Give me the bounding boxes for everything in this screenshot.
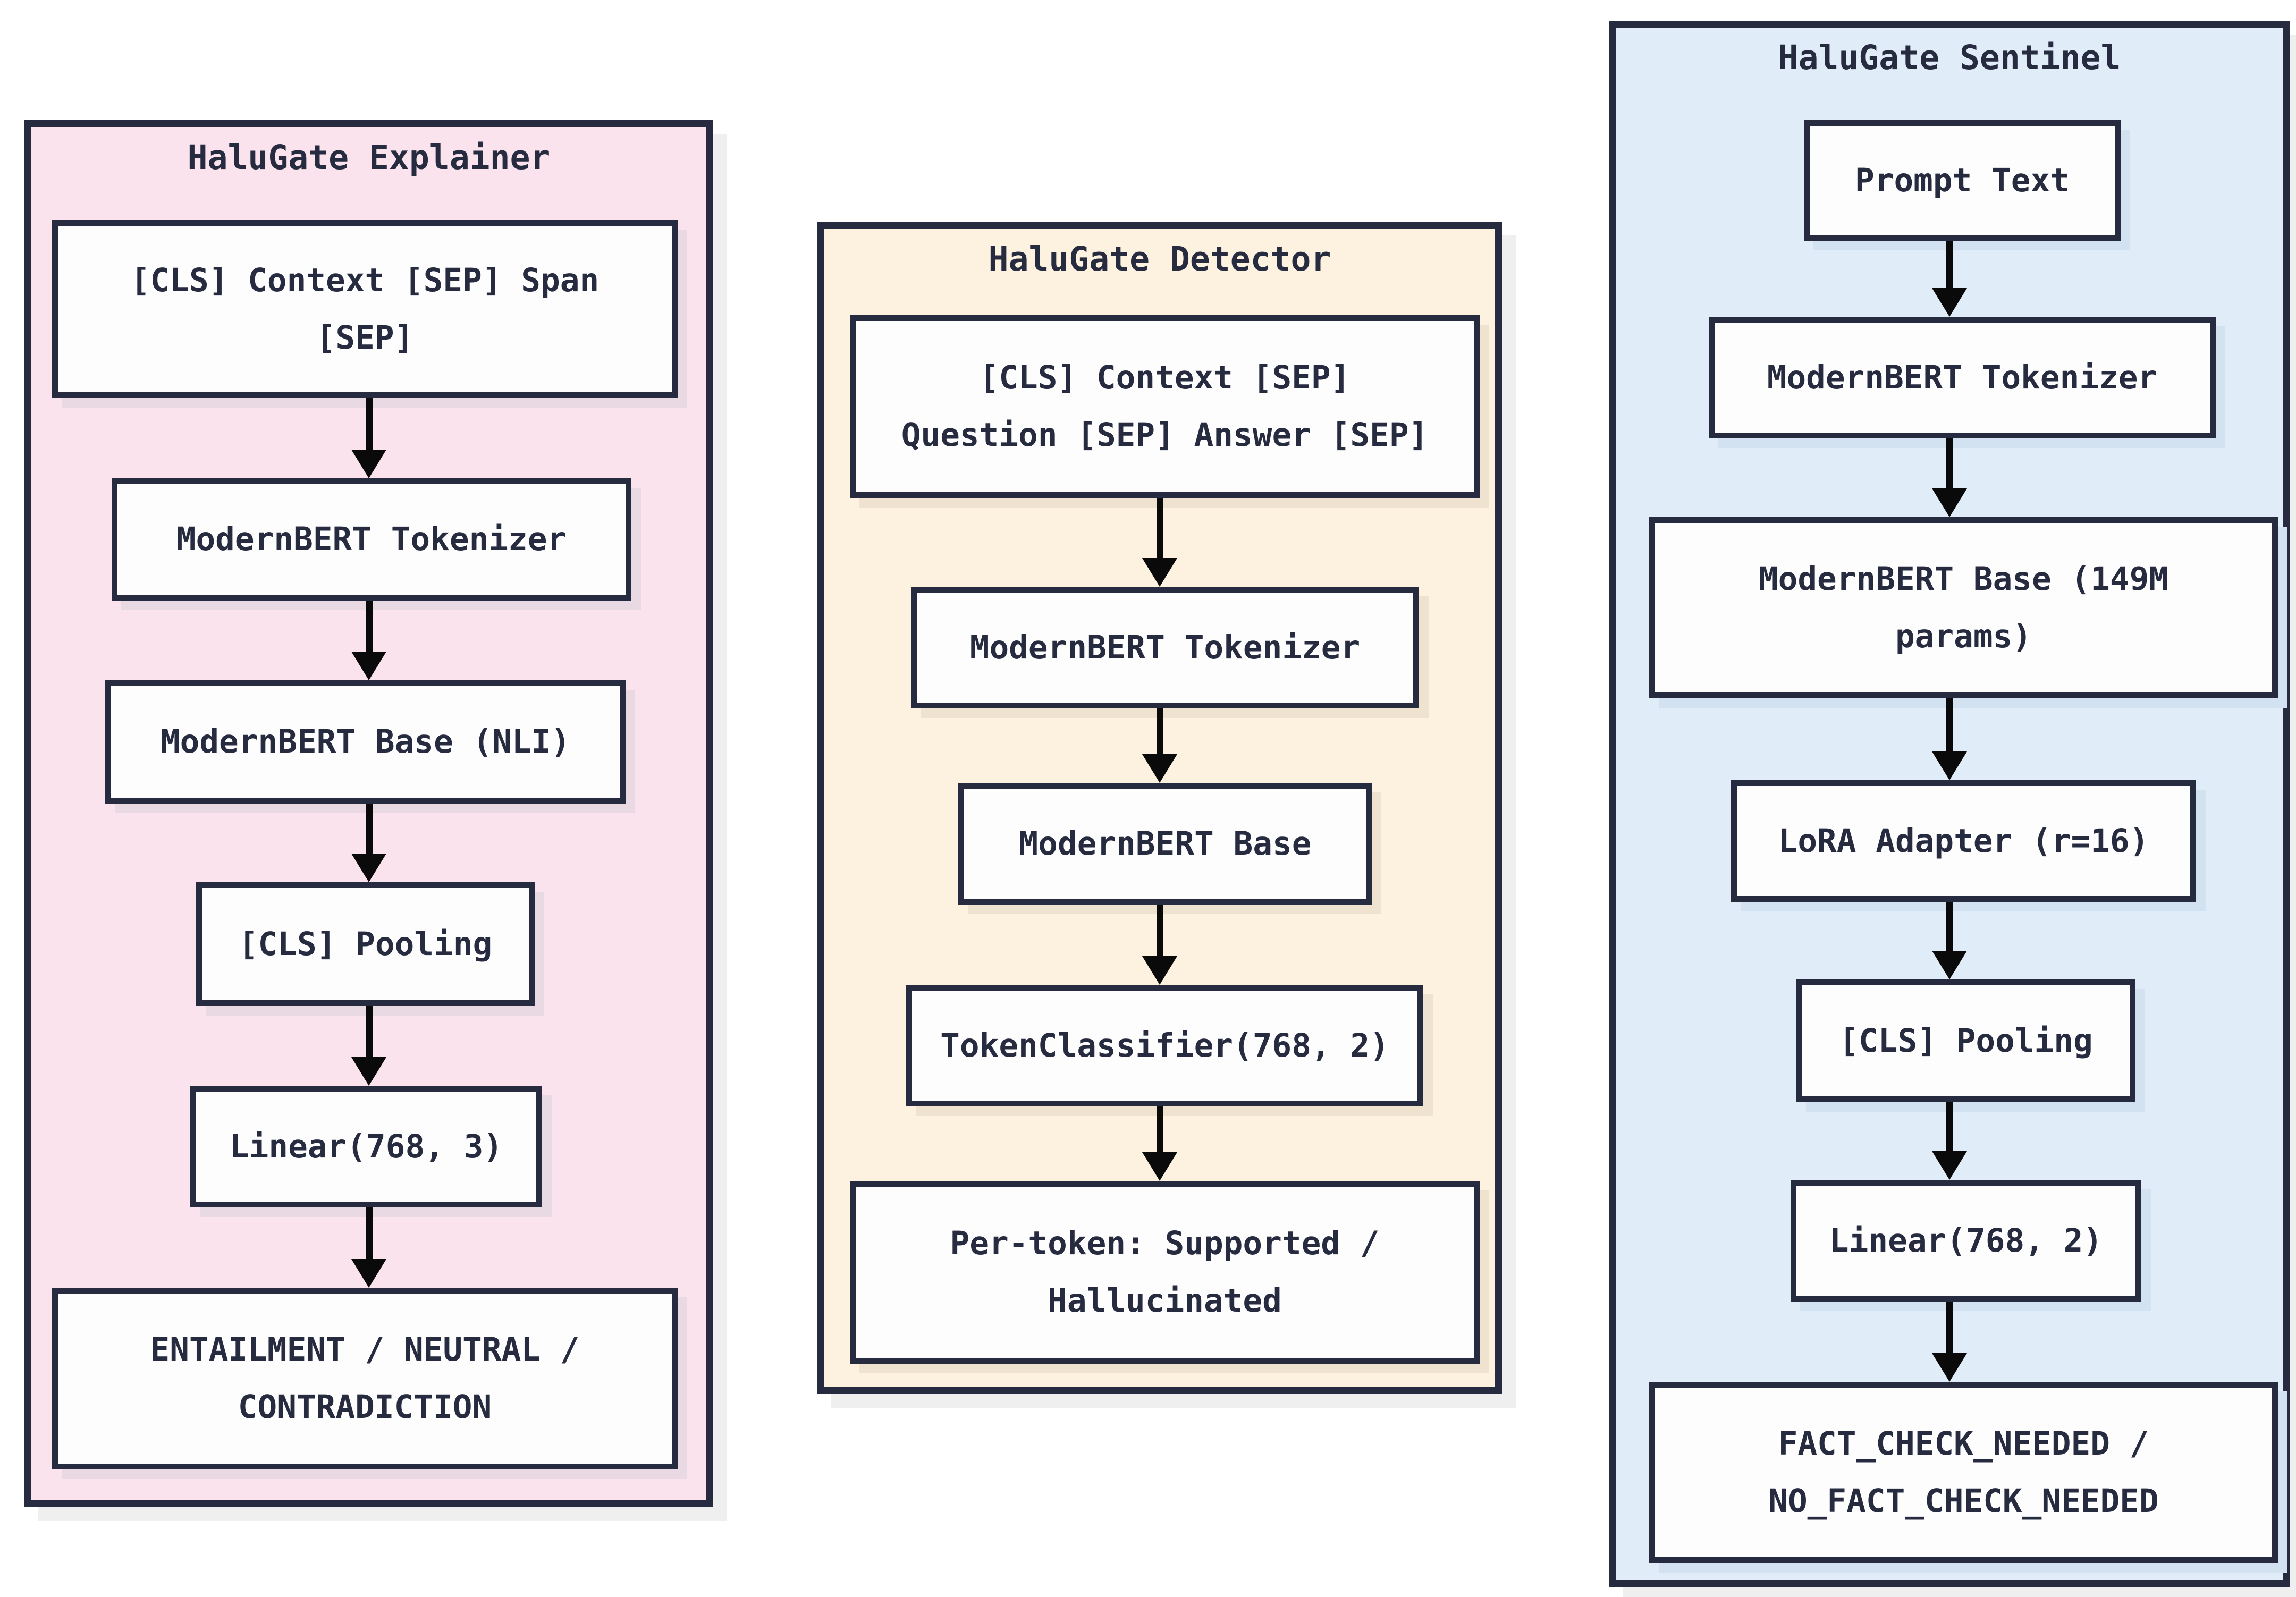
arrow-down-icon [1932,241,1967,317]
box-line: Per-token: Supported / [950,1224,1380,1262]
node-output-labels: FACT_CHECK_NEEDED / NO_FACT_CHECK_NEEDED [1649,1382,2278,1563]
node-input-sequence: [CLS] Context [SEP] Question [SEP] Answe… [850,315,1480,498]
panel-title: HaluGate Sentinel [1778,38,2121,77]
arrow-shaft [1946,1102,1953,1151]
node-cls-pooling: [CLS] Pooling [1796,979,2135,1102]
arrow-head [1142,754,1177,783]
arrow-shaft [1946,698,1953,751]
node-output-labels: ENTAILMENT / NEUTRAL / CONTRADICTION [52,1288,678,1469]
box-line: params) [1895,617,2032,655]
node-base-model: ModernBERT Base [958,783,1372,905]
arrow-shaft [1156,498,1163,558]
box-line: Linear(768, 2) [1829,1221,2103,1260]
box-line: ModernBERT Base (149M [1758,560,2169,598]
arrow-shaft [1946,902,1953,951]
box-line: Question [SEP] Answer [SEP] [901,416,1429,454]
panel-halugate-explainer: HaluGate Explainer [CLS] Context [SEP] S… [24,120,713,1507]
box-line: TokenClassifier(768, 2) [940,1026,1389,1064]
arrow-down-icon [1932,1302,1967,1382]
box-line: ENTAILMENT / NEUTRAL / [150,1331,580,1368]
node-linear-head: Linear(768, 2) [1791,1180,2141,1302]
arrow-shaft [1946,1302,1953,1353]
arrow-head [351,1259,386,1288]
arrow-head [1932,1353,1967,1382]
node-output-labels: Per-token: Supported / Hallucinated [850,1181,1480,1364]
arrow-head [351,854,386,882]
node-linear-head: Linear(768, 3) [190,1086,542,1207]
panel-halugate-detector: HaluGate Detector [CLS] Context [SEP] Qu… [817,222,1502,1394]
arrow-down-icon [351,1006,386,1086]
node-lora-adapter: LoRA Adapter (r=16) [1731,780,2196,902]
arrow-down-icon [351,1207,386,1288]
arrow-head [1932,288,1967,317]
node-input-sequence: [CLS] Context [SEP] Span [SEP] [52,220,678,398]
arrow-down-icon [1932,438,1967,517]
arrow-shaft [1156,1106,1163,1152]
arrow-shaft [1946,438,1953,488]
arrow-head [1142,558,1177,587]
node-token-classifier: TokenClassifier(768, 2) [906,985,1423,1106]
arrow-down-icon [1142,708,1177,783]
box-line: ModernBERT Tokenizer [1767,358,2158,396]
arrow-head [1142,1152,1177,1181]
arrow-shaft [365,1006,373,1057]
arrow-head [351,450,386,478]
box-line: [CLS] Context [SEP] [979,359,1350,396]
arrow-down-icon [351,398,386,478]
arrow-shaft [1946,241,1953,288]
node-cls-pooling: [CLS] Pooling [196,882,535,1006]
box-line: ModernBERT Base (NLI) [160,723,571,761]
arrow-down-icon [351,804,386,882]
node-tokenizer: ModernBERT Tokenizer [911,587,1419,708]
box-line: ModernBERT Tokenizer [176,520,567,558]
arrow-head [1932,488,1967,517]
node-tokenizer: ModernBERT Tokenizer [1709,317,2216,438]
arrow-shaft [365,1207,373,1259]
box-line: [SEP] [316,318,414,357]
box-line: [CLS] Context [SEP] Span [130,261,600,299]
arrow-head [1142,956,1177,985]
box-line: CONTRADICTION [238,1388,492,1426]
arrow-shaft [1156,708,1163,754]
panel-title: HaluGate Detector [988,240,1331,278]
arrow-down-icon [351,601,386,680]
box-line: FACT_CHECK_NEEDED / [1778,1424,2149,1463]
panel-title: HaluGate Explainer [187,138,551,177]
box-line: Prompt Text [1855,161,2070,199]
box-line: Linear(768, 3) [229,1127,503,1165]
box-line: ModernBERT Tokenizer [969,628,1361,666]
panel-halugate-sentinel: HaluGate Sentinel Prompt Text ModernBERT… [1609,21,2290,1587]
box-line: [CLS] Pooling [238,925,493,963]
arrow-shaft [1156,905,1163,956]
arrow-down-icon [1932,698,1967,780]
arrow-head [1932,751,1967,780]
arrow-down-icon [1142,498,1177,587]
node-base-model: ModernBERT Base (149M params) [1649,517,2278,698]
box-line: LoRA Adapter (r=16) [1778,822,2149,860]
box-line: Hallucinated [1048,1282,1282,1320]
arrow-shaft [365,398,373,450]
arrow-down-icon [1932,1102,1967,1180]
arrow-head [1932,951,1967,979]
arrow-head [351,1057,386,1086]
node-prompt-text: Prompt Text [1804,120,2121,241]
box-line: ModernBERT Base [1018,824,1312,863]
box-line: NO_FACT_CHECK_NEEDED [1768,1482,2159,1520]
arrow-down-icon [1142,1106,1177,1181]
arrow-head [351,652,386,680]
node-base-model: ModernBERT Base (NLI) [105,680,626,804]
box-line: [CLS] Pooling [1839,1021,2093,1060]
arrow-down-icon [1142,905,1177,985]
arrow-shaft [365,601,373,652]
arrow-shaft [365,804,373,854]
node-tokenizer: ModernBERT Tokenizer [112,478,631,601]
arrow-head [1932,1151,1967,1180]
arrow-down-icon [1932,902,1967,979]
